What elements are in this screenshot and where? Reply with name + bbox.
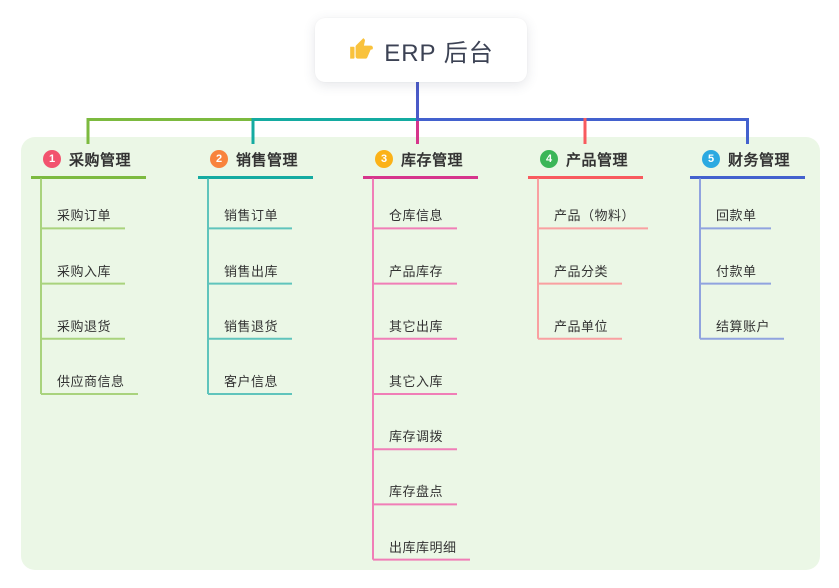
child-node[interactable]: 采购订单 (57, 208, 112, 224)
child-node[interactable]: 销售出库 (224, 263, 279, 279)
child-node[interactable]: 产品单位 (554, 318, 609, 334)
child-node[interactable]: 产品（物料） (554, 208, 636, 224)
child-node[interactable]: 产品库存 (389, 263, 444, 279)
branch-number-badge: 5 (702, 150, 720, 168)
child-node[interactable]: 结算账户 (716, 318, 771, 334)
branch-node[interactable]: 5 财务管理 (702, 149, 790, 169)
child-node[interactable]: 销售订单 (224, 208, 279, 224)
branch-node[interactable]: 1 采购管理 (43, 149, 131, 169)
child-node[interactable]: 付款单 (716, 263, 757, 279)
child-node[interactable]: 出库库明细 (389, 539, 457, 555)
child-node[interactable]: 采购退货 (57, 318, 112, 334)
child-node[interactable]: 客户信息 (224, 374, 279, 389)
root-node[interactable]: ERP 后台 (315, 18, 527, 82)
child-node[interactable]: 供应商信息 (57, 374, 125, 389)
canvas-panel (21, 137, 820, 570)
branch-node[interactable]: 3 库存管理 (375, 149, 463, 169)
child-node[interactable]: 库存盘点 (389, 484, 444, 500)
branch-node-label: 财务管理 (728, 151, 791, 169)
child-node[interactable]: 产品分类 (554, 263, 609, 279)
branch-node-label: 采购管理 (69, 151, 132, 169)
child-node[interactable]: 库存调拨 (389, 429, 444, 445)
branch-node[interactable]: 4 产品管理 (540, 149, 628, 169)
branch-node[interactable]: 2 销售管理 (210, 149, 298, 169)
root-node-label: ERP 后台 (384, 39, 494, 67)
branch-number-badge: 1 (43, 150, 61, 168)
branch-node-label: 库存管理 (401, 151, 464, 169)
child-node[interactable]: 其它出库 (389, 318, 444, 334)
branch-node-label: 产品管理 (566, 151, 629, 169)
child-node[interactable]: 仓库信息 (389, 208, 444, 224)
child-node[interactable]: 回款单 (716, 208, 757, 224)
branch-node-label: 销售管理 (236, 151, 299, 169)
child-node[interactable]: 销售退货 (224, 318, 279, 334)
branch-number-badge: 2 (210, 150, 228, 168)
branch-number-badge: 3 (375, 150, 393, 168)
thumbs-up-icon (350, 38, 374, 59)
child-node[interactable]: 采购入库 (57, 263, 112, 279)
branch-number-badge: 4 (540, 150, 558, 168)
child-node[interactable]: 其它入库 (389, 374, 444, 389)
